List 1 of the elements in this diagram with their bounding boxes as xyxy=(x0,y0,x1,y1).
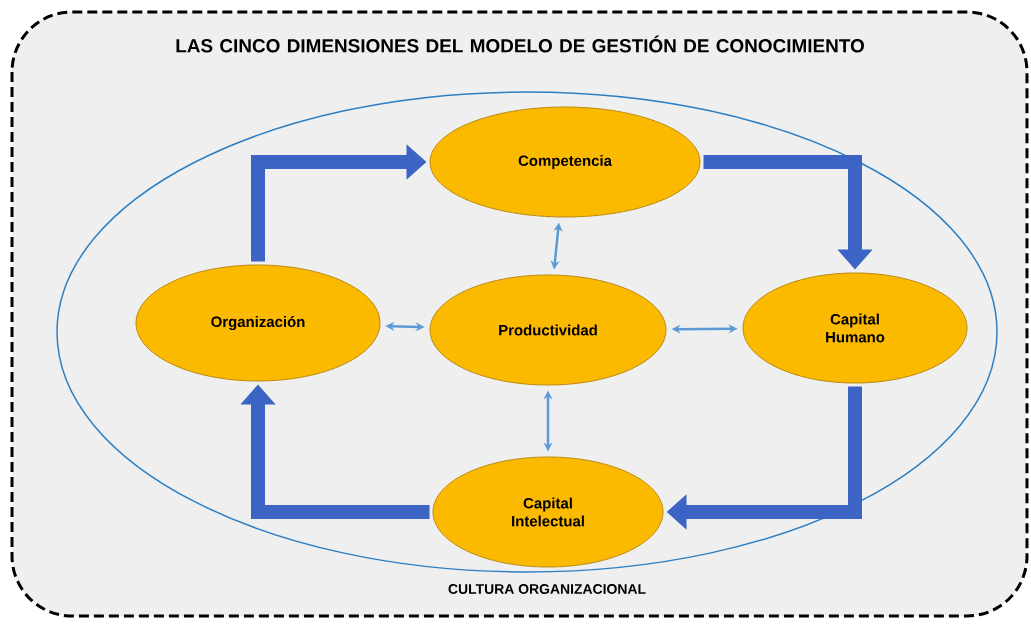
node-label: CULTURA ORGANIZACIONAL xyxy=(448,584,646,594)
